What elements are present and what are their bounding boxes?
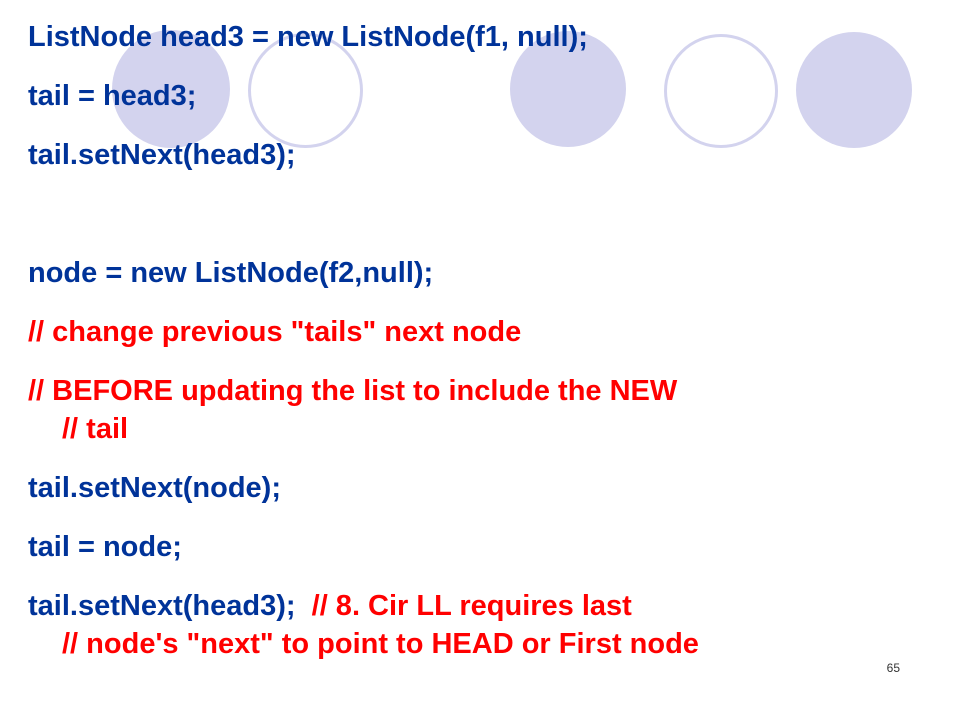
code-line: tail.setNext(head3); xyxy=(28,139,296,171)
comment-line: // tail xyxy=(62,413,129,445)
code-block: ListNode head3 = new ListNode(f1, null);… xyxy=(28,20,928,686)
decorative-circle-filled xyxy=(112,30,230,148)
comment-segment: // 8. Cir LL requires last xyxy=(311,590,632,622)
comment-line: // node's "next" to point to HEAD or Fir… xyxy=(62,628,699,660)
decorative-circle-outline xyxy=(248,33,363,148)
comment-line: // BEFORE updating the list to include t… xyxy=(28,375,678,407)
mixed-line: tail.setNext(head3); // 8. Cir LL requir… xyxy=(28,589,928,623)
page-number: 65 xyxy=(886,661,900,675)
decorative-circle-filled xyxy=(510,31,626,147)
code-segment: tail.setNext(head3); xyxy=(28,590,296,622)
comment-line: // change previous "tails" next node xyxy=(28,316,522,348)
code-line: tail = head3; xyxy=(28,80,197,112)
blank-line xyxy=(28,197,928,231)
code-line: ListNode head3 = new ListNode(f1, null); xyxy=(28,21,588,53)
decorative-circle-filled xyxy=(796,32,912,148)
code-line: tail = node; xyxy=(28,531,182,563)
code-line: tail.setNext(node); xyxy=(28,472,281,504)
code-line: node = new ListNode(f2,null); xyxy=(28,257,434,289)
decorative-circle-outline xyxy=(664,34,778,148)
